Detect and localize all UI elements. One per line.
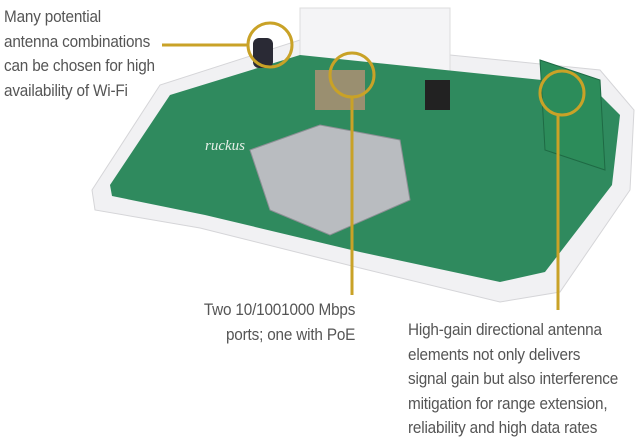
annotation-line: Two 10/1001000 Mbps <box>203 300 356 319</box>
capacitor <box>253 38 273 68</box>
rf-shield <box>249 124 411 236</box>
annotation-directional-antenna: High-gain directional antenna elements n… <box>408 318 618 441</box>
antenna-element <box>539 59 606 171</box>
annotation-antenna-combinations: Many potential antenna combinations can … <box>4 5 155 103</box>
callout-circle-antenna <box>538 69 586 117</box>
annotation-line: signal gain but also interference <box>408 369 619 388</box>
annotation-line: High-gain directional antenna <box>408 320 602 339</box>
power-jack <box>425 80 450 110</box>
annotation-ethernet-ports: Two 10/1001000 Mbps ports; one with PoE <box>203 298 356 347</box>
annotation-line: availability of Wi-Fi <box>4 80 128 100</box>
annotation-line: ports; one with PoE <box>225 324 355 344</box>
annotation-line: antenna combinations <box>4 31 151 51</box>
annotation-line: reliability and high data rates <box>408 418 598 437</box>
annotation-line: elements not only delivers <box>408 344 581 364</box>
ethernet-port <box>315 70 365 110</box>
annotation-line: can be chosen for high <box>4 56 155 75</box>
annotation-line: Many potential <box>4 7 102 26</box>
annotation-line: mitigation for range extension, <box>408 393 608 413</box>
board-logo: ruckus <box>205 138 245 154</box>
